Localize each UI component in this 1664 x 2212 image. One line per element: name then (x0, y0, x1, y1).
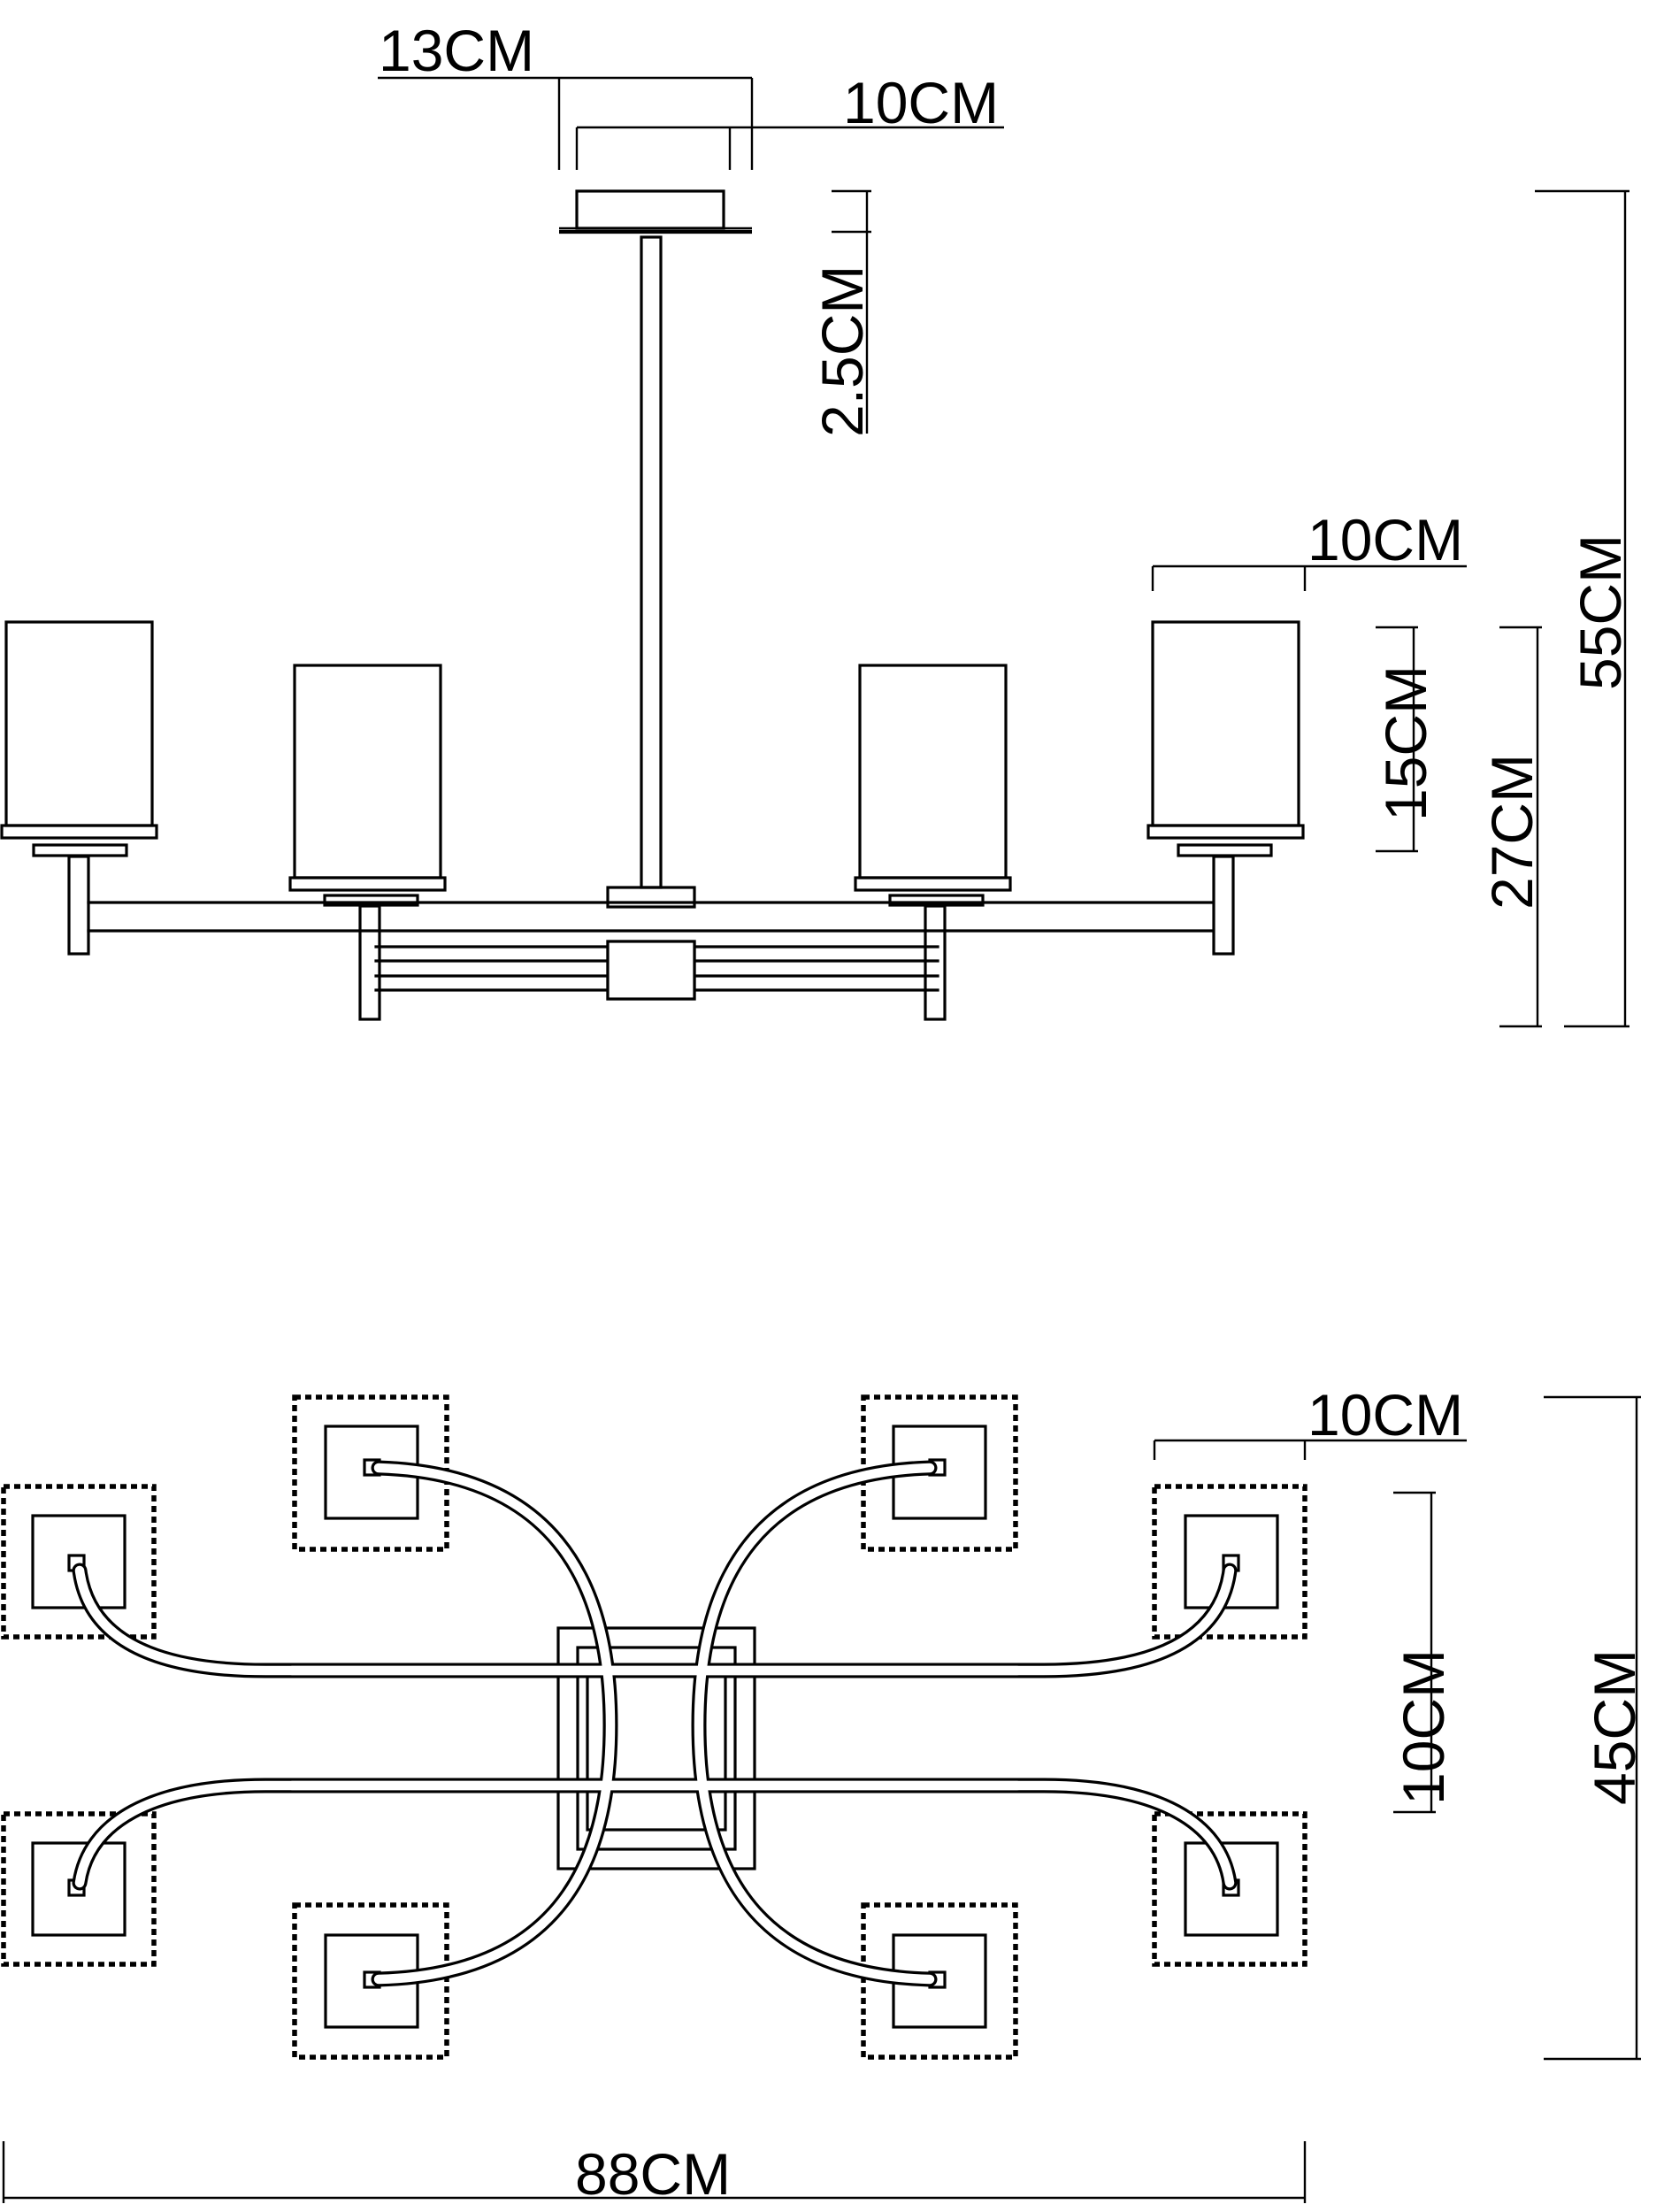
dim-label-top-center-span: 10CM (1391, 1649, 1456, 1805)
lamp-inner-right (854, 664, 1012, 1021)
top-view: 10CM 10CM 45CM 88CM (1, 1382, 1647, 2207)
dim-label-top-total-width: 88CM (575, 2141, 731, 2207)
dim-label-body-height: 27CM (1479, 754, 1545, 910)
shade-top-outer-left (1, 1484, 157, 1640)
lamp-inner-left (288, 664, 447, 1021)
shade-top-outer-right (1152, 1484, 1307, 1640)
dim-label-shade-width: 10CM (1307, 507, 1463, 572)
dim-canopy-width: 13CM (378, 18, 754, 170)
dim-label-top-total-depth: 45CM (1582, 1649, 1647, 1805)
horizontal-arms (87, 901, 1214, 1001)
lamp-outer-left (0, 620, 158, 956)
dim-canopy-height: 2.5CM (809, 189, 875, 437)
side-view: 13CM 10CM 2.5CM 10CM 15CM (0, 18, 1633, 1028)
dim-body-height: 27CM (1479, 626, 1545, 1028)
dim-top-shade-width: 10CM (1153, 1382, 1467, 1460)
dim-label-canopy-inner-width: 10CM (843, 70, 999, 135)
dim-label-canopy-width: 13CM (379, 18, 534, 83)
down-rod (640, 235, 663, 889)
dim-canopy-inner-width: 10CM (575, 70, 1004, 170)
dim-shade-width: 10CM (1151, 507, 1467, 591)
dim-label-top-shade-width: 10CM (1307, 1382, 1463, 1448)
dim-total-height: 55CM (1535, 189, 1633, 1028)
dim-label-shade-height: 15CM (1373, 665, 1438, 821)
shade-bottom-outer-right (1152, 1811, 1307, 1967)
curved-arms (72, 1460, 1238, 1987)
shade-bottom-outer-left (1, 1811, 157, 1967)
canopy (559, 189, 752, 234)
dim-label-total-height: 55CM (1568, 534, 1633, 690)
dim-top-total-depth: 45CM (1544, 1395, 1647, 2061)
dim-label-canopy-height: 2.5CM (809, 265, 875, 437)
lamp-outer-right (1146, 620, 1305, 956)
dim-top-total-width: 88CM (2, 2141, 1307, 2207)
dim-shade-height: 15CM (1373, 626, 1438, 853)
dim-top-center-span: 10CM (1391, 1491, 1456, 1814)
